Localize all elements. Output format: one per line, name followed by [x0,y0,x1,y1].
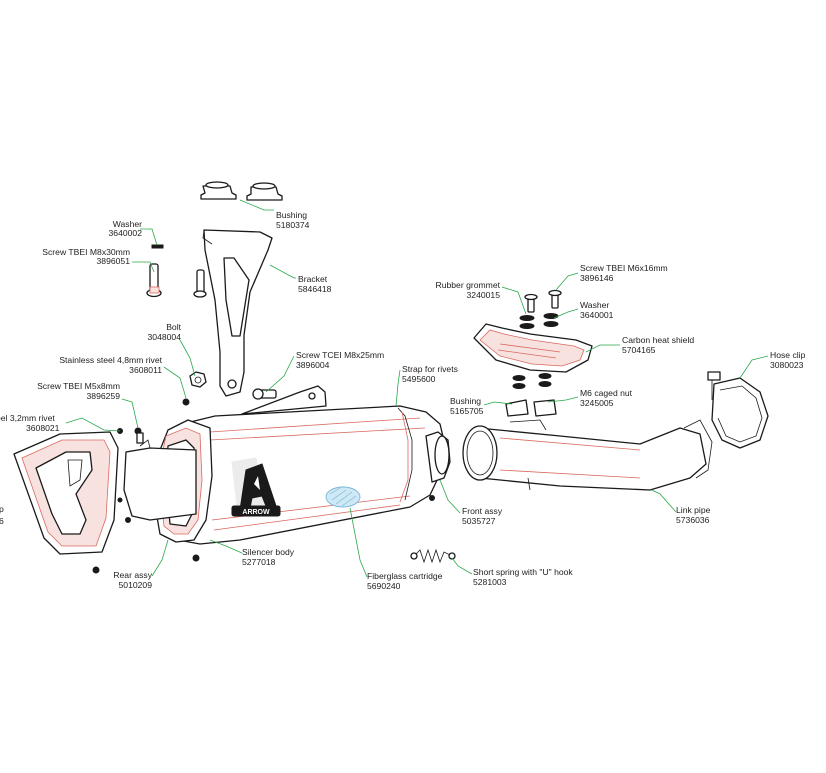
label-spring-name: Short spring with "U" hook [473,567,573,577]
bushing-nut-parts [505,373,557,417]
label-rivet-48-name: Stainless steel 4,8mm rivet [59,355,162,365]
label-rear-assy-name: Rear assy [113,570,152,580]
label-screw-m5-code: 3896259 [87,391,121,401]
label-bushing-2-name: Bushing [450,396,481,406]
label-bracket-name: Bracket [298,274,328,284]
label-screw-m6-code: 3896146 [580,273,614,283]
screw-tcei-part [252,388,277,400]
label-front-assy-name: Front assy [462,506,503,516]
label-carbon-shield-code: 5704165 [622,345,656,355]
label-bracket-code: 5846418 [298,284,332,294]
fiberglass-cartridge-part [325,486,361,508]
label-screw-m8-name: Screw TBEI M8x30mm [42,247,130,257]
label-end-cap-code: 6 [0,516,4,526]
label-hose-clip-name: Hose clip [770,350,806,360]
label-silencer-body-code: 5277018 [242,557,276,567]
label-spring-code: 5281003 [473,577,507,587]
arrow-logo-text: ARROW [242,509,270,516]
label-link-pipe-name: Link pipe [676,505,711,515]
link-pipe-part [462,419,713,491]
label-rear-assy-code: 5010209 [119,580,153,590]
bushing-top-parts [200,181,283,201]
short-spring-part [410,548,456,564]
screw-grommet-parts [519,289,562,329]
label-fiberglass-code: 5690240 [367,581,401,591]
label-rivet-48-code: 3608011 [129,365,162,375]
label-bolt-name: Bolt [166,322,181,332]
label-screw-m8-code: 3896051 [97,256,131,266]
label-screw-m6-name: Screw TBEI M6x16mm [580,263,668,273]
label-washer-2-code: 3640001 [580,310,614,320]
label-washer-1-code: 3640002 [109,228,143,238]
inner-sleeve-part [123,439,197,521]
label-rivet-32-name: eel 3,2mm rivet [0,413,55,423]
washer-screw-m8-parts [146,244,207,298]
bracket-part [202,229,273,397]
label-silencer-body-name: Silencer body [242,547,295,557]
leader-lines [65,199,769,578]
label-screw-m5-name: Screw TBEI M5x8mm [37,381,120,391]
label-bolt-code: 3048004 [148,332,182,342]
end-cap-part [13,431,119,555]
label-caged-nut-name: M6 caged nut [580,388,633,398]
label-link-pipe-code: 5736036 [676,515,710,525]
label-rubber-grommet-code: 3240015 [467,290,501,300]
hose-clip-part [707,371,769,449]
label-end-cap-name: p [0,504,4,514]
label-bushing-1-name: Bushing [276,210,307,220]
label-screw-tcei-code: 3896004 [296,360,330,370]
label-fiberglass-name: Fiberglass cartridge [367,571,443,581]
bolt-part [189,371,207,388]
part-labels: Washer 3640002 Screw TBEI M8x30mm 389605… [0,210,806,591]
label-bushing-2-code: 5165705 [450,406,484,416]
label-bushing-1-code: 5180374 [276,220,310,230]
label-caged-nut-code: 3245005 [580,398,614,408]
carbon-heat-shield-part [473,323,593,373]
label-washer-1-name: Washer [113,219,142,229]
label-rivet-32-code: 3608021 [26,423,60,433]
silencer-body-part [177,385,451,545]
label-hose-clip-code: 3080023 [770,360,804,370]
label-rubber-grommet-name: Rubber grommet [436,280,501,290]
label-screw-tcei-name: Screw TCEI M8x25mm [296,350,384,360]
label-strap-name: Strap for rivets [402,364,458,374]
label-front-assy-code: 5035727 [462,516,496,526]
label-strap-code: 5495600 [402,374,436,384]
small-fasteners [92,398,435,574]
label-carbon-shield-name: Carbon heat shield [622,335,694,345]
label-washer-2-name: Washer [580,300,609,310]
